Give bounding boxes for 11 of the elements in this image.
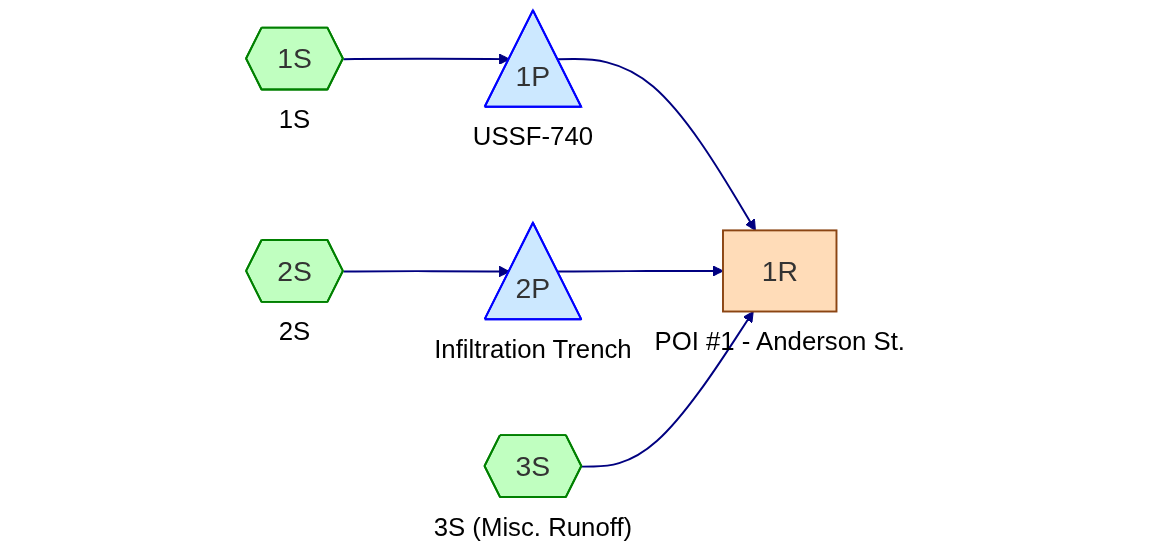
node-caption: 3S (Misc. Runoff) <box>433 512 633 541</box>
node-caption: USSF-740 <box>472 122 594 151</box>
node-caption: Infiltration Trench <box>434 334 632 363</box>
node-caption: POI #1 - Anderson St. <box>654 327 905 356</box>
arrow <box>342 265 510 278</box>
node-box: 1R <box>722 229 838 313</box>
node-caption: 1S <box>278 105 311 134</box>
arrow <box>556 58 756 231</box>
arrow <box>581 311 754 468</box>
arrow <box>342 53 510 65</box>
node-caption: 2S <box>278 317 311 346</box>
